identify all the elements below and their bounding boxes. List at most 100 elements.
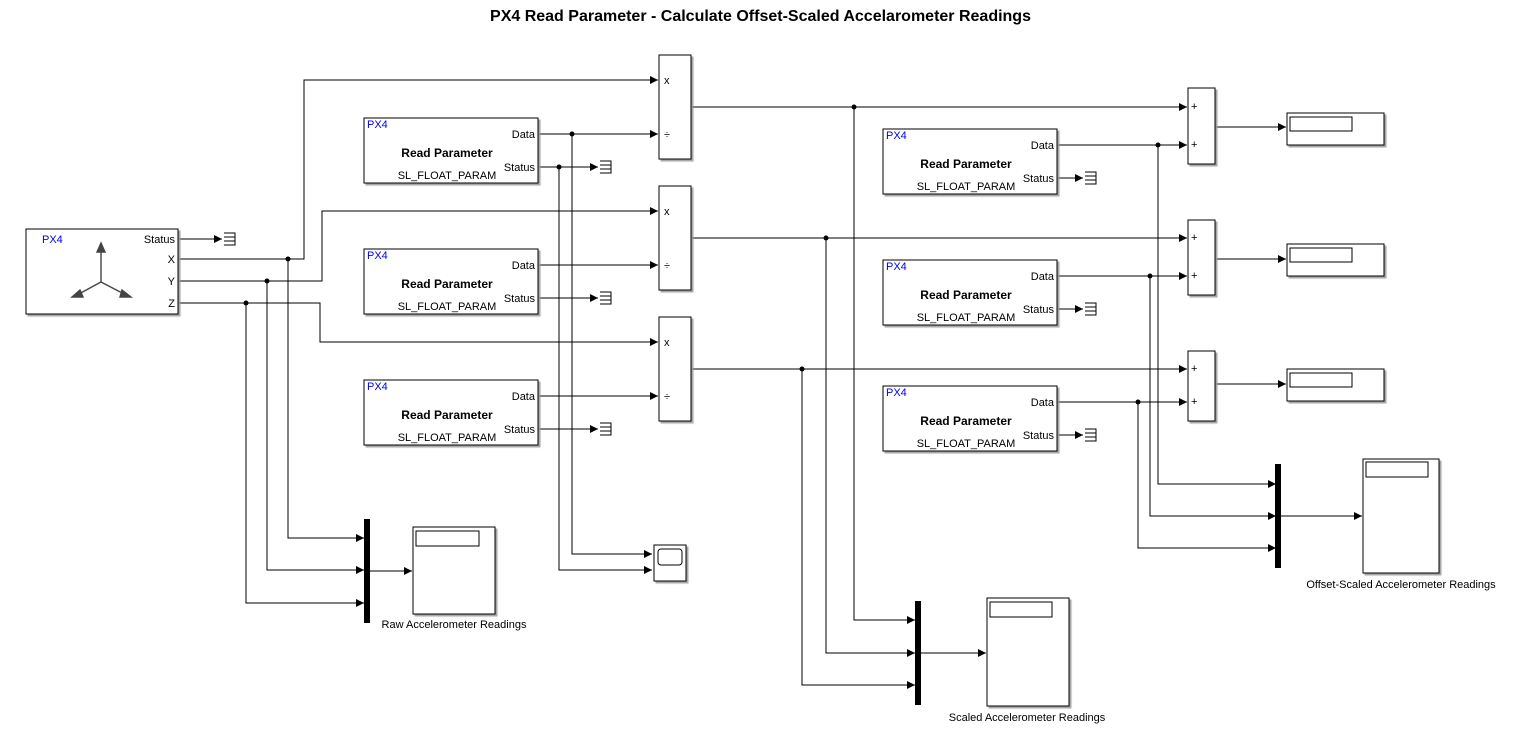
signal-wires (178, 76, 1362, 689)
port-label-status: Status (144, 234, 176, 246)
block-title: Read Parameter (920, 288, 1012, 302)
display-value-box (1289, 116, 1353, 132)
wire-div2-to-mux-scaled (825, 238, 915, 657)
sum-sign: + (1191, 101, 1197, 113)
scope-raw-label: Raw Accelerometer Readings (382, 619, 527, 631)
block-title: Read Parameter (401, 146, 493, 160)
divide-sign-divide: ÷ (664, 129, 670, 141)
sum-sign: + (1191, 396, 1197, 408)
branch-point (1135, 399, 1141, 405)
divide-block-1[interactable]: x ÷ (658, 54, 692, 160)
scope-offset-scaled[interactable] (1362, 458, 1440, 574)
block-brand: PX4 (42, 234, 63, 246)
divide-block-2[interactable]: x ÷ (658, 185, 692, 291)
terminator-icon[interactable] (224, 232, 236, 246)
branch-point (556, 164, 562, 170)
branch-point (1155, 142, 1161, 148)
port-label-z: Z (168, 298, 175, 310)
scope-screen-icon (657, 548, 683, 566)
sum-block-2[interactable]: + + (1187, 219, 1216, 296)
wire-sum2-to-mux-offset (1149, 276, 1276, 520)
port-label-status: Status (504, 293, 536, 305)
branch-point (823, 235, 829, 241)
wire-rp1-data-to-display (571, 134, 652, 558)
page-title: PX4 Read Parameter - Calculate Offset-Sc… (490, 8, 1031, 25)
divide-sign-divide: ÷ (664, 391, 670, 403)
scope-offset-scaled-label: Offset-Scaled Accelerometer Readings (1306, 579, 1496, 591)
accelerometer-axes-icon (70, 241, 134, 298)
branch-point (285, 256, 291, 262)
branch-points (243, 104, 1161, 405)
scope-scaled[interactable] (986, 597, 1070, 707)
terminator-icon[interactable] (1085, 171, 1097, 185)
display-block-1[interactable] (1286, 112, 1385, 146)
divide-block-3[interactable]: x ÷ (658, 316, 692, 422)
display-value-box (1289, 372, 1353, 388)
port-label-status: Status (1023, 173, 1055, 185)
wire-div3-to-mux-scaled (801, 369, 915, 689)
accelerometer-block[interactable]: PX4 Status X Y Z (25, 228, 179, 315)
branch-point (264, 278, 270, 284)
mux-scaled[interactable] (915, 601, 921, 705)
scope-screen-icon (989, 601, 1053, 618)
divide-sign-multiply: x (664, 206, 670, 218)
wire-y-to-divide2 (267, 207, 658, 282)
port-label-status: Status (1023, 430, 1055, 442)
mux-offset-scaled[interactable] (1275, 464, 1281, 568)
terminator-icon[interactable] (600, 160, 612, 174)
port-label-status: Status (504, 162, 536, 174)
wire-z-to-mux-raw (245, 303, 364, 607)
wire-div1-to-mux-scaled (853, 107, 915, 624)
port-label-data: Data (1031, 140, 1055, 152)
block-parameter-name: SL_FLOAT_PARAM (398, 301, 497, 313)
terminator-icon[interactable] (1085, 428, 1097, 442)
block-title: Read Parameter (401, 277, 493, 291)
scope-scaled-label: Scaled Accelerometer Readings (949, 712, 1106, 724)
block-brand: PX4 (367, 250, 388, 262)
block-title: Read Parameter (920, 157, 1012, 171)
block-brand: PX4 (367, 381, 388, 393)
branch-point (569, 131, 575, 137)
block-parameter-name: SL_FLOAT_PARAM (917, 438, 1016, 450)
wire-y-to-mux-raw (266, 281, 364, 574)
branch-point (851, 104, 857, 110)
display-value-box (1289, 247, 1353, 263)
branch-point (243, 300, 249, 306)
divide-sign-multiply: x (664, 75, 670, 87)
branch-point (799, 366, 805, 372)
port-label-status: Status (1023, 304, 1055, 316)
wire-sum1-to-mux-offset (1157, 145, 1276, 488)
wire-x-to-mux-raw (287, 259, 364, 542)
terminator-icon[interactable] (1085, 302, 1097, 316)
block-parameter-name: SL_FLOAT_PARAM (917, 312, 1016, 324)
block-title: Read Parameter (920, 414, 1012, 428)
scope-raw[interactable] (412, 526, 496, 615)
mux-raw[interactable] (364, 519, 370, 623)
wire-x-to-divide1 (288, 76, 658, 260)
scope-screen-icon (415, 530, 480, 547)
scope-screen-icon (1365, 461, 1429, 478)
display-block-3[interactable] (1286, 368, 1385, 402)
block-brand: PX4 (367, 119, 388, 131)
terminator-icon[interactable] (600, 422, 612, 436)
status-scope-block[interactable] (653, 544, 687, 582)
sum-block-1[interactable]: + + (1187, 87, 1216, 165)
display-block-2[interactable] (1286, 243, 1385, 277)
port-label-data: Data (1031, 397, 1055, 409)
terminator-icon[interactable] (600, 291, 612, 305)
terminators (224, 160, 1097, 442)
sum-block-3[interactable]: + + (1187, 350, 1216, 422)
block-parameter-name: SL_FLOAT_PARAM (917, 181, 1016, 193)
branch-point (1147, 273, 1153, 279)
port-label-status: Status (504, 424, 536, 436)
port-label-data: Data (512, 260, 536, 272)
port-label-data: Data (1031, 271, 1055, 283)
block-parameter-name: SL_FLOAT_PARAM (398, 170, 497, 182)
